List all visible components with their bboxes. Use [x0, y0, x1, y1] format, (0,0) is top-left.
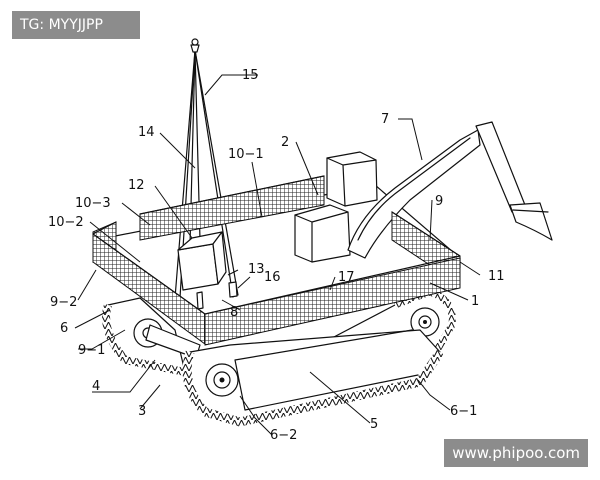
- label-14: 14: [138, 125, 155, 140]
- crawler-chassis: [102, 288, 456, 427]
- label-15: 15: [242, 68, 259, 83]
- label-1: 1: [471, 294, 479, 309]
- label-6-2: 6−2: [270, 428, 297, 443]
- label-3: 3: [138, 404, 146, 419]
- winch-box: [177, 243, 219, 291]
- bucket: [509, 202, 553, 241]
- label-6: 6: [60, 321, 68, 336]
- label-10-2: 10−2: [48, 215, 84, 230]
- label-8: 8: [230, 305, 238, 320]
- label-16: 16: [264, 270, 281, 285]
- excavator-arm: [347, 121, 553, 259]
- label-7: 7: [381, 112, 389, 127]
- watermark-bottom-right: www.phipoo.com: [444, 439, 588, 467]
- label-17: 17: [338, 270, 355, 285]
- label-9-1: 9−1: [78, 343, 105, 358]
- label-10-1: 10−1: [228, 147, 264, 162]
- drill-mast: [174, 38, 239, 310]
- engine-units: [294, 151, 378, 263]
- label-10-3: 10−3: [75, 196, 111, 211]
- mesh-fence: [92, 175, 461, 346]
- label-6-1: 6−1: [450, 404, 477, 419]
- label-2: 2: [281, 135, 289, 150]
- label-9-2: 9−2: [50, 295, 77, 310]
- label-5: 5: [370, 417, 378, 432]
- leader-lines: [74, 74, 481, 436]
- callout-labels: 15 14 10−1 2 7 12 10−3 10−2 9 13 16 17 1…: [48, 68, 505, 443]
- label-12: 12: [128, 178, 145, 193]
- label-4: 4: [92, 379, 100, 394]
- label-9: 9: [435, 194, 443, 209]
- label-13: 13: [248, 262, 265, 277]
- watermark-top-left: TG: MYYJJPP: [12, 11, 140, 39]
- label-11: 11: [488, 269, 505, 284]
